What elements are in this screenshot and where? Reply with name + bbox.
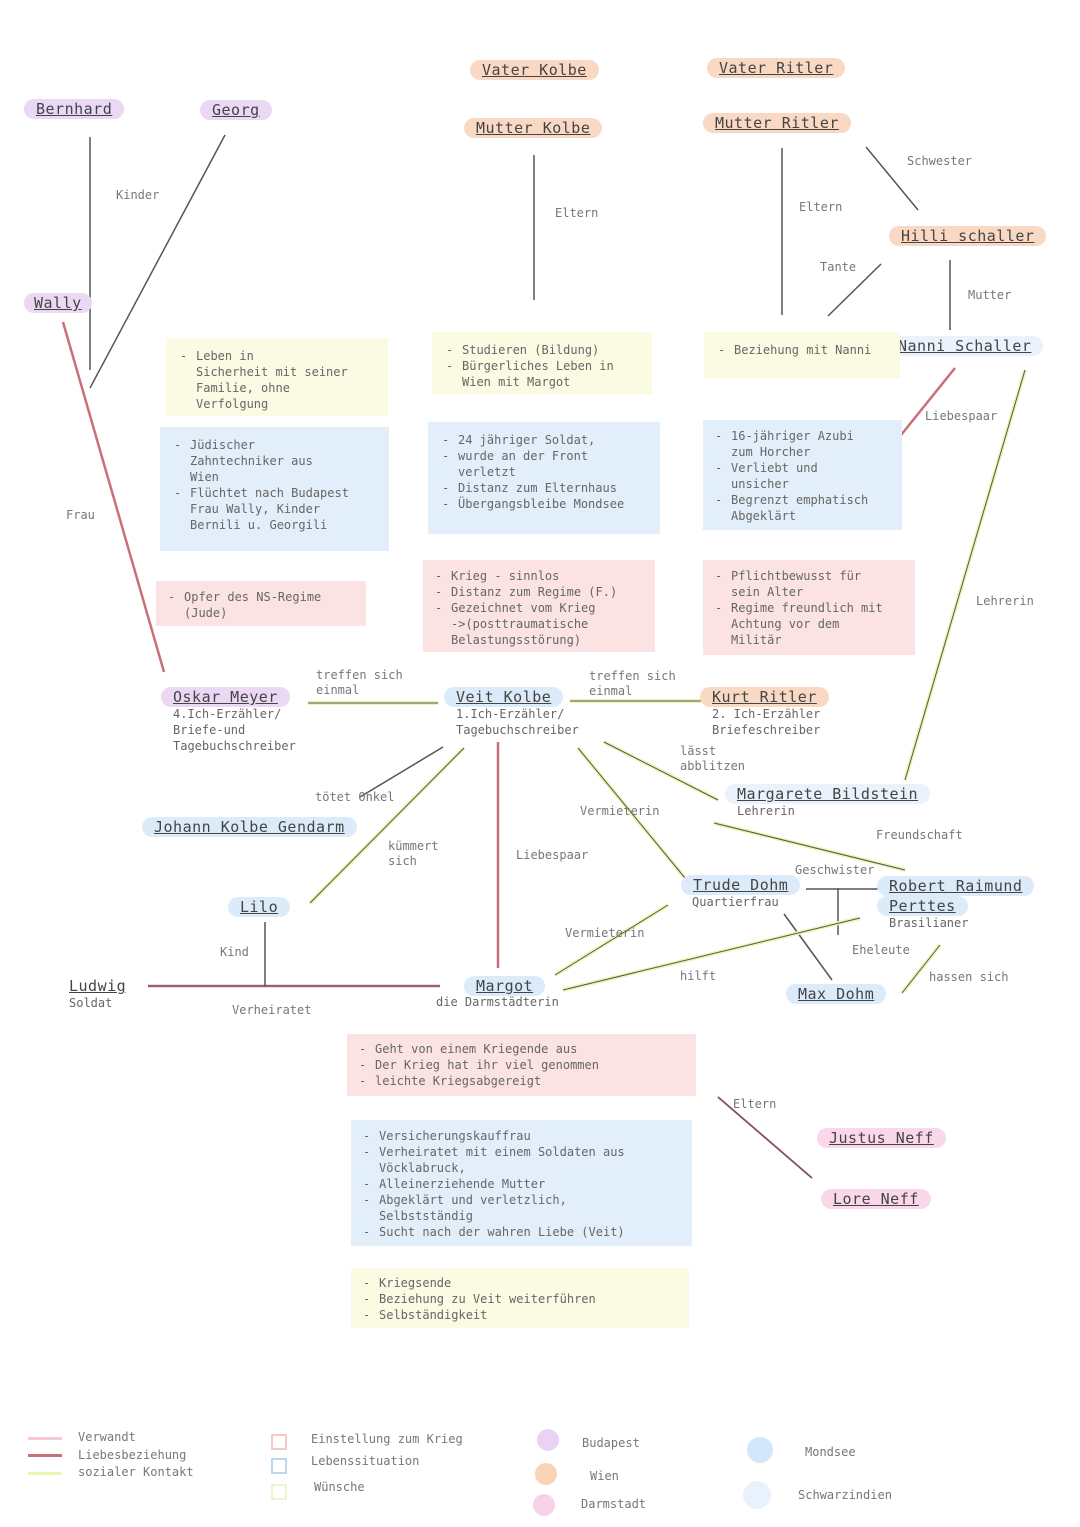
node-oskar-meyer: Oskar Meyer [161,687,290,707]
label-mutter: Mutter [968,288,1012,302]
line-trude-max [783,913,833,981]
line-schwester [865,146,919,211]
label-kind: Kind [220,945,249,959]
legend-dot-mondsee [747,1437,773,1463]
legend-label-mondsee: Mondsee [805,1445,856,1459]
legend-label-budapest: Budapest [582,1436,640,1450]
legend-square-lebens [271,1458,287,1474]
box-oskar-wuensche: Leben in Sicherheit mit seiner Familie, … [166,338,388,416]
box-veit-wuensche: Studieren (Bildung)Bürgerliches Leben in… [432,332,652,394]
legend-dot-schwarzindien [743,1481,771,1509]
label-toetet-onkel: tötet Onkel [315,790,395,804]
label-geschwister: Geschwister [795,863,875,877]
legend-dot-darmstadt [533,1494,555,1516]
legend-dot-wien [535,1463,557,1485]
node-lore-neff: Lore Neff [821,1189,931,1209]
node-georg: Georg [200,100,272,120]
label-liebespaar-kurt-nanni: Liebespaar [925,409,998,423]
label-eheleute: Eheleute [852,943,910,957]
legend-label-lebens: Lebenssituation [311,1454,420,1468]
legend-label-verwandt: Verwandt [78,1430,136,1444]
legend-dot-budapest [537,1429,559,1451]
subtitle-robert: Brasilianer [889,916,969,930]
node-vater-ritler: Vater Ritler [707,58,846,78]
label-lehrerin: Lehrerin [976,594,1034,608]
legend-label-wuensche: Wünsche [314,1480,365,1494]
legend-square-krieg [271,1434,287,1450]
node-nanni-schaller: Nanni Schaller [886,336,1044,356]
label-hilft: hilft [680,969,717,983]
label-liebespaar-veit-margot: Liebespaar [516,848,589,862]
label-vermieterin-veit: Vermieterin [580,804,660,818]
node-ludwig: Ludwig [69,977,127,995]
label-eltern-neff: Eltern [733,1097,777,1111]
node-trude-dohm: Trude Dohm [681,875,801,895]
node-margarete-bildstein: Margarete Bildstein [725,784,931,804]
line-wally-oskar [61,321,166,673]
node-perttes: Perttes [877,896,968,916]
node-robert-raimund: Robert Raimund [877,876,1035,896]
node-bernhard: Bernhard [24,99,125,119]
box-kurt-krieg: Pflichtbewusst für sein AlterRegime freu… [703,560,915,655]
node-mutter-kolbe: Mutter Kolbe [464,118,603,138]
box-kurt-lebenssituation: 16-jähriger Azubi zum HorcherVerliebt un… [703,420,902,530]
subtitle-margot: die Darmstädterin [436,995,559,1009]
legend-line-verwandt [28,1437,62,1440]
node-kurt-ritler: Kurt Ritler [700,687,829,707]
legend-line-sozial [28,1472,62,1475]
label-tante: Tante [820,260,857,274]
subtitle-margarete: Lehrerin [737,804,795,818]
subtitle-ludwig: Soldat [69,996,113,1010]
legend-label-liebe: Liebesbeziehung [78,1448,187,1462]
subtitle-trude: Quartierfrau [692,895,779,909]
legend-line-liebe [28,1454,62,1457]
node-vater-kolbe: Vater Kolbe [470,60,599,80]
node-justus-neff: Justus Neff [817,1128,946,1148]
label-frau: Frau [66,508,95,522]
legend-label-krieg: Einstellung zum Krieg [311,1432,463,1446]
line-veit-johann [359,746,444,798]
node-mutter-ritler: Mutter Ritler [703,113,851,133]
label-schwester: Schwester [907,154,973,168]
node-wally: Wally [24,293,92,313]
legend-label-darmstadt: Darmstadt [581,1497,647,1511]
legend-square-wuensche [271,1484,287,1500]
label-hassen-sich: hassen sich [929,970,1009,984]
label-freundschaft: Freundschaft [876,828,963,842]
label-verheiratet: Verheiratet [232,1003,312,1017]
node-max-dohm: Max Dohm [786,984,887,1004]
box-margot-lebenssituation: VersicherungskauffrauVerheiratet mit ein… [351,1120,692,1246]
label-kinder: Kinder [116,188,160,202]
label-eltern-kolbe: Eltern [555,206,599,220]
line-georg-oskar [89,134,226,389]
legend-label-wien: Wien [590,1469,619,1483]
line-tante [827,263,882,317]
line-liebespaar-kurt-nanni [892,367,956,446]
box-oskar-lebenssituation: Jüdischer Zahntechniker aus WienFlüchtet… [160,427,389,551]
box-veit-lebenssituation: 24 jähriger Soldat,wurde an der Front ve… [428,422,660,534]
legend-label-sozial: sozialer Kontakt [78,1465,194,1479]
node-margot: Margot [464,976,546,996]
label-eltern-ritler: Eltern [799,200,843,214]
box-margot-krieg: Geht von einem Kriegende ausDer Krieg ha… [347,1034,696,1096]
box-margot-wuensche: KriegsendeBeziehung zu Veit weiterführen… [351,1268,689,1328]
node-veit-kolbe: Veit Kolbe [444,687,564,707]
box-veit-krieg: Krieg - sinnlosDistanz zum Regime (F.)Ge… [423,560,655,652]
node-lilo: Lilo [228,897,291,917]
legend-label-schwarzindien: Schwarzindien [798,1488,892,1502]
subtitle-veit: 1.Ich-Erzähler/Tagebuchschreiber [456,707,579,737]
box-kurt-wuensche: Beziehung mit Nanni [704,332,900,378]
label-vermieterin-margot: Vermieterin [565,926,645,940]
node-hilli-schaller: Hilli schaller [889,226,1047,246]
node-johann-kolbe: Johann Kolbe Gendarm [142,817,357,837]
box-oskar-krieg: Opfer des NS-Regime (Jude) [156,581,366,626]
